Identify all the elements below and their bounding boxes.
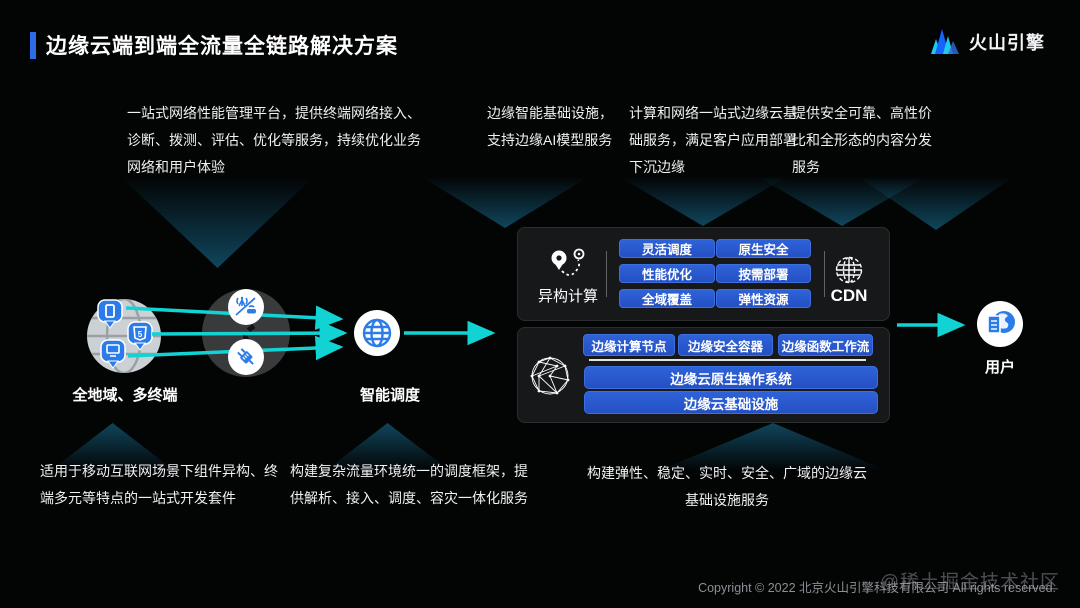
- user-globe-doc-icon: [981, 305, 1019, 343]
- capability-pill: 按需部署: [716, 264, 811, 283]
- user-node: [977, 301, 1023, 347]
- edge-platform-panel: 异构计算 灵活调度 原生安全 性能优化 按需部署 全域覆盖 弹性资源 CDN: [517, 227, 890, 321]
- infra-pill: 边缘计算节点: [583, 334, 675, 356]
- infra-pill: 边缘安全容器: [678, 334, 773, 356]
- user-label: 用户: [984, 359, 1015, 376]
- watermark-text: @稀土掘金技术社区: [879, 572, 1060, 593]
- capability-pill: 性能优化: [619, 264, 715, 283]
- volcano-engine-mountains-icon: [930, 28, 962, 56]
- svg-text:5: 5: [138, 330, 143, 339]
- antenna-offline-icon: [228, 289, 264, 325]
- ethernet-plug-icon: [228, 339, 264, 375]
- description-edge-cloud: 计算和网络一站式边缘云基础服务，满足客户应用部署下沉边缘: [629, 105, 797, 175]
- description-cdn: 提供安全可靠、高性价比和全形态的内容分发服务: [792, 105, 932, 175]
- description-scheduling-framework: 构建复杂流量环境统一的调度框架，提供解析、接入、调度、容灾一体化服务: [290, 463, 528, 506]
- scheduling-node: [354, 310, 400, 356]
- capability-pill: 全域覆盖: [619, 289, 715, 308]
- capability-pill: 原生安全: [716, 239, 811, 258]
- copyright-text: Copyright © 2022 北京火山引擎科技有限公司 All rights…: [698, 581, 1056, 595]
- brand-logo: 火山引擎: [930, 28, 1045, 56]
- terminal-label: 全地域、多终端: [72, 387, 178, 404]
- capability-pill: 弹性资源: [716, 289, 811, 308]
- divider: [824, 251, 825, 297]
- description-network-platform: 一站式网络性能管理平台，提供终端网络接入、诊断、拨测、评估、优化等服务，持续优化…: [127, 105, 421, 175]
- globe-icon: [361, 317, 393, 349]
- description-edge-ai: 边缘智能基础设施，支持边缘AI模型服务: [487, 105, 613, 148]
- divider: [589, 359, 866, 361]
- divider: [606, 251, 607, 297]
- infra-pill: 边缘函数工作流: [778, 334, 873, 356]
- mesh-sphere-icon: [529, 356, 571, 396]
- edge-infra-panel: 边缘计算节点 边缘安全容器 边缘函数工作流 边缘云原生操作系统 边缘云基础设施: [517, 327, 890, 423]
- description-edge-infra: 构建弹性、稳定、实时、安全、广域的边缘云基础设施服务: [587, 465, 867, 508]
- route-pins-icon: [548, 248, 590, 282]
- globe-wireframe-icon: [833, 254, 865, 286]
- page-title: 边缘云端到端全流量全链路解决方案: [46, 35, 398, 58]
- desktop-pin-icon: [100, 339, 126, 369]
- title-accent-bar: [30, 32, 36, 59]
- description-dev-kit: 适用于移动互联网场景下组件异构、终端多元等特点的一站式开发套件: [40, 463, 278, 506]
- compute-label: 异构计算: [537, 288, 598, 305]
- mobile-pin-icon: [97, 299, 123, 329]
- scheduling-label: 智能调度: [359, 387, 420, 404]
- infra-base-pill: 边缘云基础设施: [584, 391, 878, 414]
- infra-os-pill: 边缘云原生操作系统: [584, 366, 878, 389]
- brand-logo-text: 火山引擎: [969, 33, 1045, 53]
- capability-pill: 灵活调度: [619, 239, 715, 258]
- cdn-label: CDN: [830, 286, 868, 305]
